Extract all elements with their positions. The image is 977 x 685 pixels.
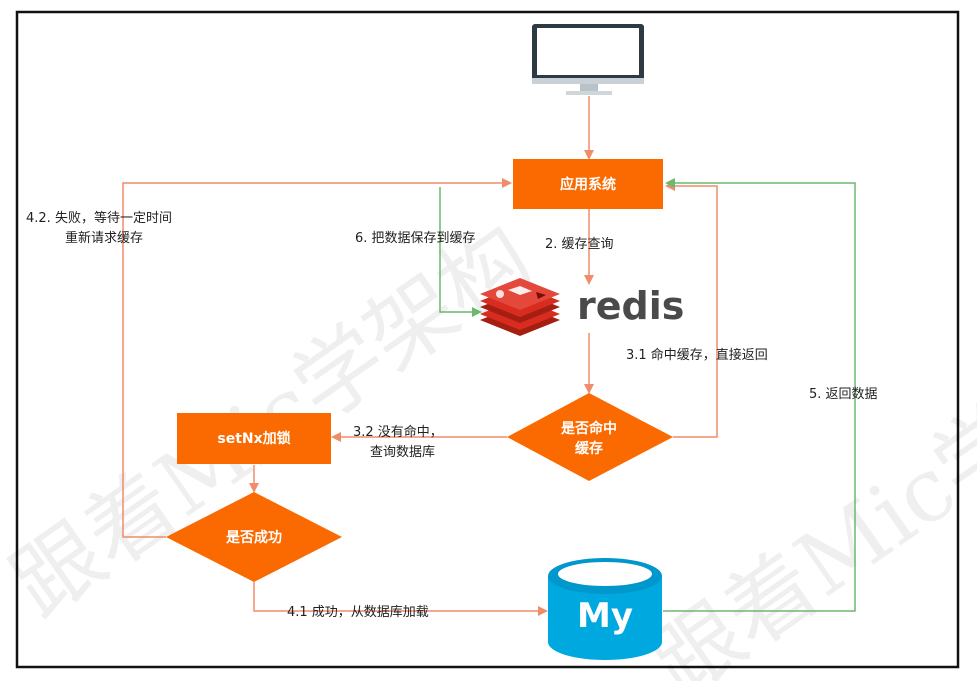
label-miss-1: 3.2 没有命中，: [353, 424, 443, 440]
app-system-node: 应用系统: [513, 159, 663, 209]
app-system-label: 应用系统: [560, 176, 616, 193]
watermark: 跟着Mic学架构 跟着Mic学架构: [0, 204, 977, 685]
label-query-cache: 2. 缓存查询: [545, 237, 614, 252]
edge-success-load: [253, 582, 548, 616]
label-success-load: 4.1 成功，从数据库加载: [287, 604, 429, 620]
success-label: 是否成功: [226, 529, 282, 546]
edge-fail-retry: [122, 178, 512, 538]
edge-hit-return: [665, 181, 718, 438]
mysql-wordmark: My: [577, 596, 633, 636]
label-hit-return: 3.1 命中缓存，直接返回: [626, 347, 768, 363]
label-return-data: 5. 返回数据: [809, 387, 878, 402]
redis-logo: redis: [480, 278, 684, 336]
hit-cache-label-2: 缓存: [575, 440, 603, 457]
success-decision: 是否成功: [166, 492, 342, 582]
mysql-database-icon: My: [548, 558, 662, 660]
redis-wordmark: redis: [577, 284, 684, 328]
outer-border: [15, 10, 960, 669]
edge-return-data: [663, 178, 856, 612]
label-fail-1: 4.2. 失败，等待一定时间: [26, 210, 172, 226]
edge-save-to-cache: [439, 187, 482, 317]
hit-cache-label-1: 是否命中: [561, 420, 617, 437]
monitor-icon: [532, 24, 644, 95]
redis-icon: [480, 278, 560, 336]
setnx-label: setNx加锁: [217, 430, 290, 447]
hit-cache-decision: 是否命中 缓存: [507, 393, 673, 481]
svg-text:跟着Mic学架构: 跟着Mic学架构: [633, 284, 977, 681]
label-fail-2: 重新请求缓存: [65, 230, 143, 246]
label-miss-2: 查询数据库: [370, 444, 435, 460]
label-save-to-cache: 6. 把数据保存到缓存: [355, 231, 476, 246]
setnx-lock-node: setNx加锁: [177, 413, 331, 464]
